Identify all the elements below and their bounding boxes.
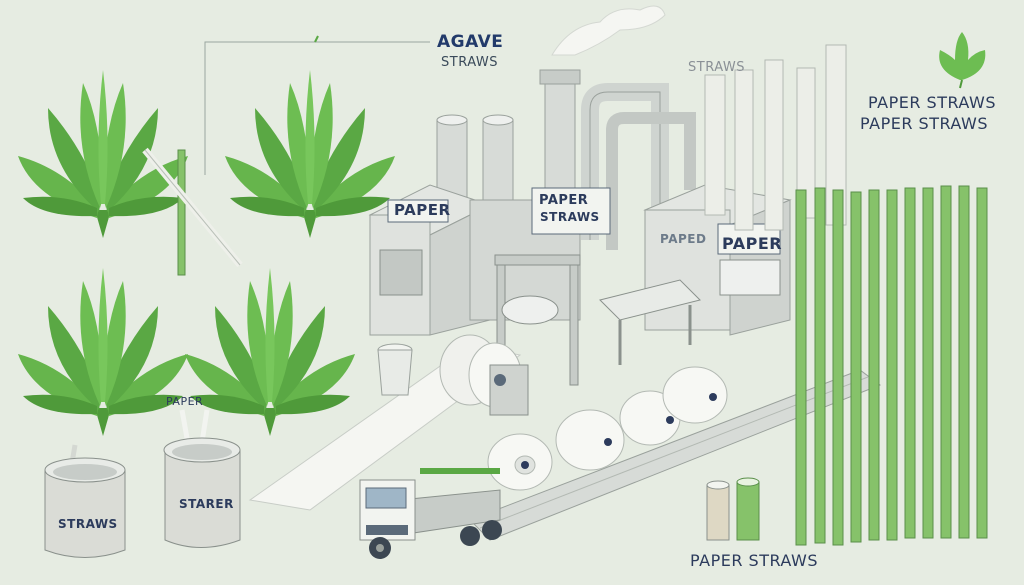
agave-plant-icon	[185, 268, 355, 436]
can-label-starer: STARER	[179, 497, 234, 511]
factory-straws-label: STRAWS	[688, 60, 745, 75]
factory-sign-paper: PAPER	[394, 201, 451, 219]
factory-sign-paper-3: PAPER	[722, 234, 783, 253]
factory-sign-paper-2: PAPER	[539, 193, 589, 208]
subtitle-straws: STRAWS	[441, 55, 498, 70]
leaf-icon	[939, 32, 986, 89]
cup-icon	[377, 343, 413, 396]
straw-icon	[706, 477, 760, 541]
paper-roll-icon	[662, 366, 728, 424]
paper-straws-label-bottom: PAPER STRAWS	[690, 551, 818, 570]
agave-plant-icon	[225, 70, 395, 238]
paper-roll-icon	[439, 334, 529, 416]
can-label-straws: STRAWS	[58, 517, 118, 531]
can-icon	[44, 444, 126, 558]
factory-sign-straws: STRAWS	[540, 210, 600, 224]
paper-straws-label-2: PAPER STRAWS	[860, 114, 988, 133]
can-icon	[163, 409, 241, 548]
paper-label-small: PAPER	[166, 395, 204, 408]
green-straw-row	[795, 185, 988, 546]
paper-roll-icon	[555, 409, 625, 471]
agave-plant-icon	[18, 268, 188, 436]
truck-icon	[359, 468, 502, 559]
title-agave: AGAVE	[437, 32, 504, 52]
agave-plant-icon	[18, 70, 188, 238]
paper-roll-icon	[487, 433, 553, 491]
paper-straws-label-1: PAPER STRAWS	[868, 93, 996, 112]
straw-icon	[177, 149, 186, 276]
factory-sign-paped: PAPED	[660, 232, 707, 246]
factory-icon	[368, 5, 847, 386]
